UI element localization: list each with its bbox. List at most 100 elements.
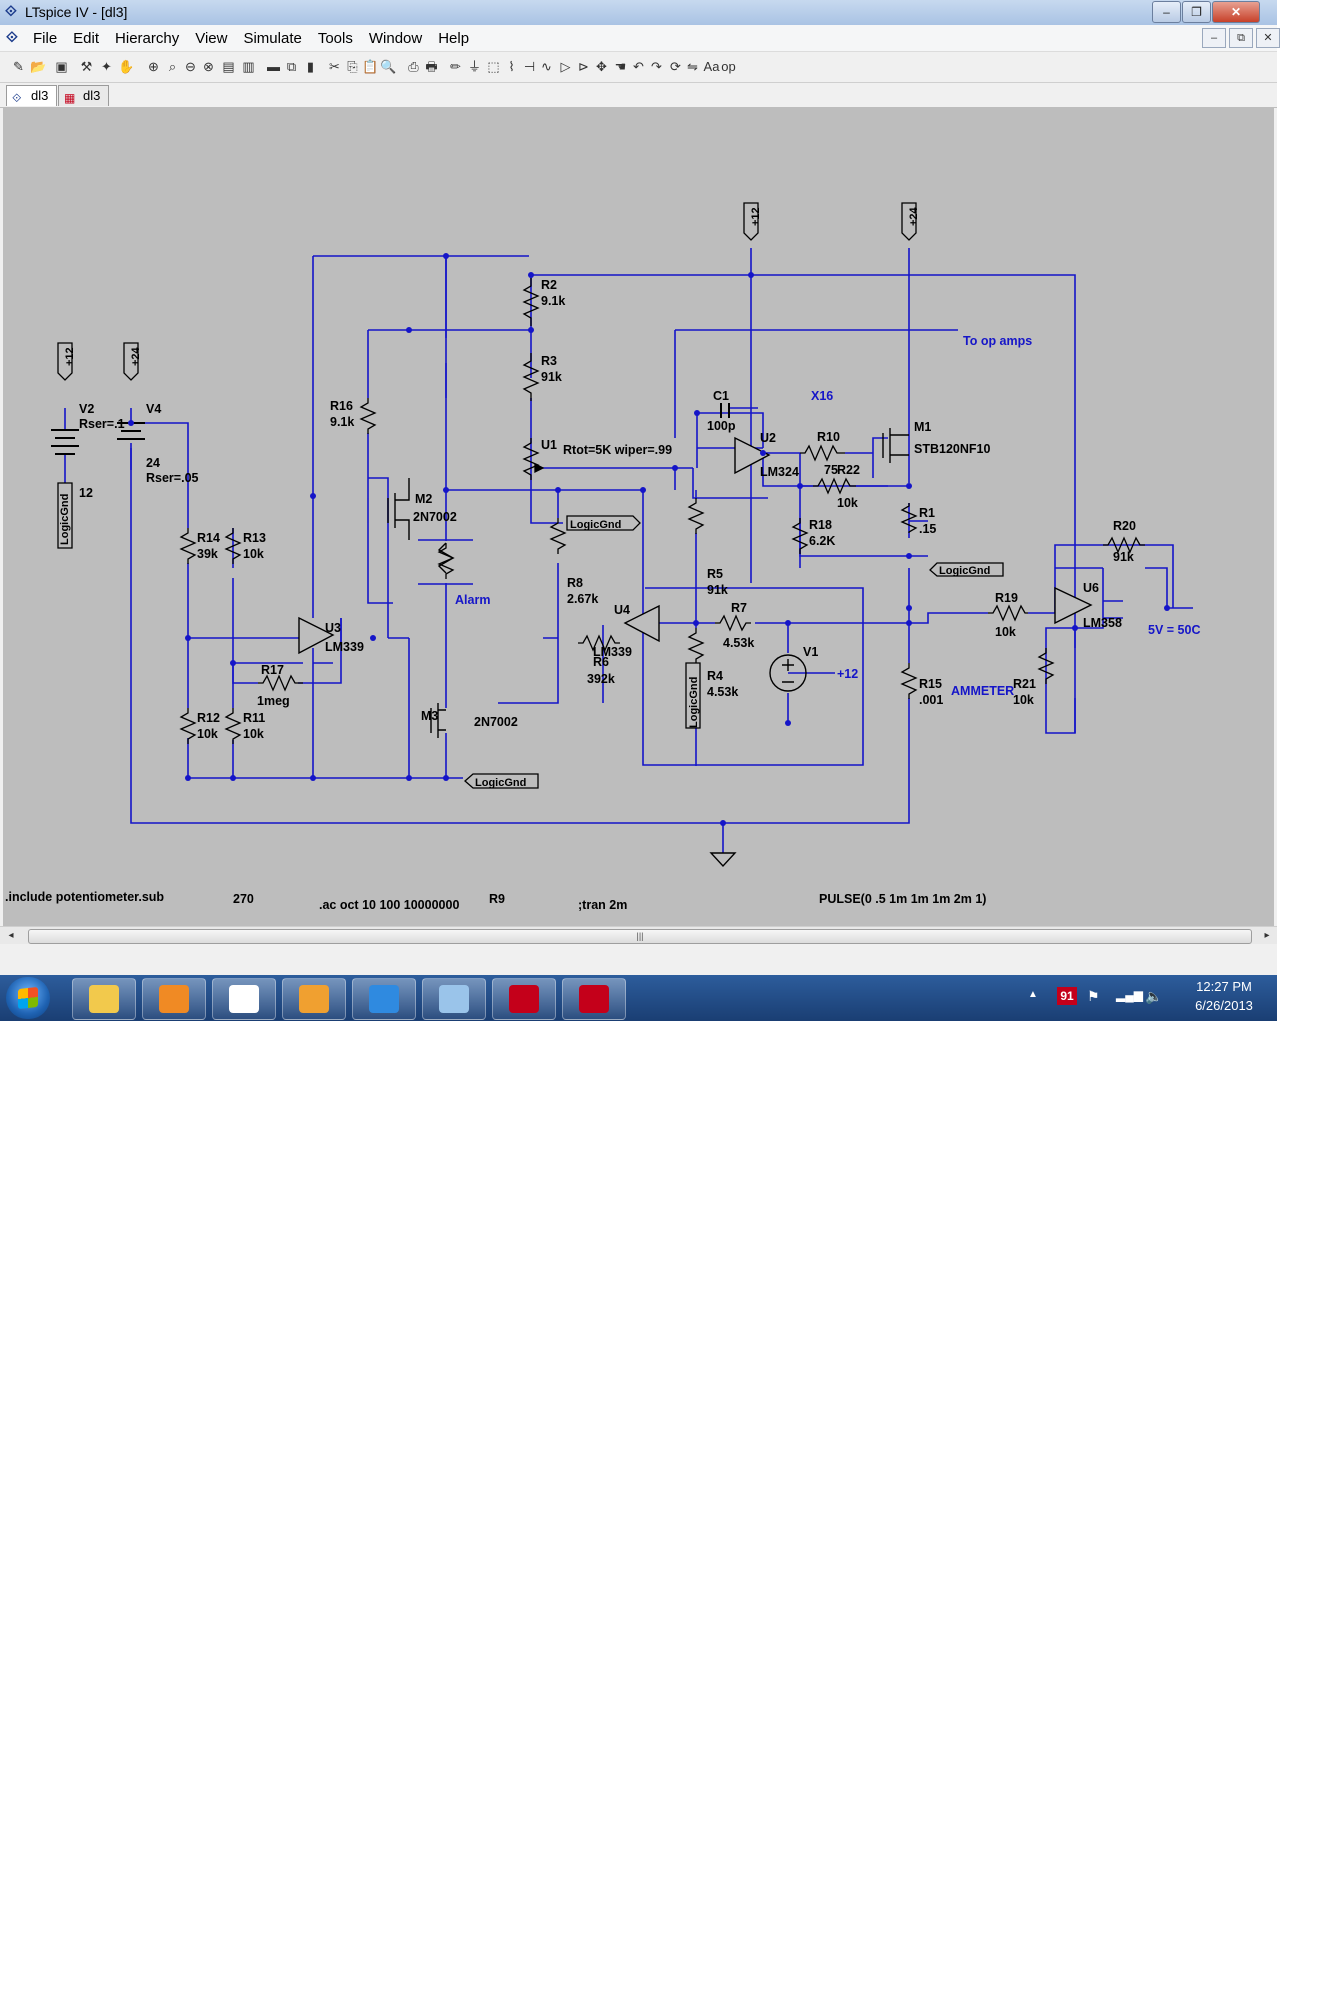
print-preview-icon[interactable]: ⎙: [408, 59, 419, 74]
child-minimize-button[interactable]: –: [1202, 28, 1226, 48]
label-x16: X16: [811, 389, 833, 403]
ground-tool-icon[interactable]: ⏚: [467, 59, 481, 74]
component-icon[interactable]: ⊳: [578, 59, 589, 74]
label-r10: R10: [817, 430, 840, 444]
close-button[interactable]: ✕: [1212, 1, 1260, 23]
save-icon[interactable]: ▣: [55, 59, 68, 74]
resistor-symbols: [179, 278, 1145, 744]
junction-dots: [128, 253, 1170, 826]
menu-edit[interactable]: Edit: [73, 30, 100, 47]
label-out-note: 5V = 50C: [1148, 623, 1200, 637]
tile-vertical-icon[interactable]: ▮: [306, 59, 315, 74]
label-c1: C1: [713, 389, 729, 403]
label-r18: R18: [809, 518, 832, 532]
clock-time[interactable]: 12:27 PM: [1196, 979, 1252, 994]
label-v4-rser: Rser=.05: [146, 471, 199, 485]
taskbar-app-solitaire[interactable]: [212, 978, 276, 1020]
diode-icon[interactable]: ▷: [560, 59, 571, 74]
volume-icon[interactable]: 🔈: [1145, 988, 1163, 1004]
label-r1-val: .15: [919, 522, 936, 536]
menu-hierarchy[interactable]: Hierarchy: [115, 30, 180, 47]
control-panel-icon[interactable]: ⚒: [80, 59, 93, 74]
label-r17: R17: [261, 663, 284, 677]
redo-icon[interactable]: ↷: [651, 59, 662, 74]
show-hidden-icons-icon[interactable]: ▲: [1028, 989, 1038, 1000]
restore-button[interactable]: ❐: [1182, 1, 1211, 23]
autorange-icon[interactable]: ▤: [222, 59, 235, 74]
scroll-thumb[interactable]: |||: [28, 929, 1252, 944]
new-schematic-icon[interactable]: ✎: [13, 59, 24, 74]
label-icon[interactable]: ⬚: [487, 59, 500, 74]
label-u6-val: LM358: [1083, 616, 1122, 630]
notification-badge[interactable]: 91: [1057, 987, 1077, 1005]
label-v2-rser: Rser=.1: [79, 417, 125, 431]
menu-file[interactable]: File: [33, 30, 58, 47]
wire-icon[interactable]: ✏: [450, 59, 461, 74]
child-close-button[interactable]: ✕: [1256, 28, 1280, 48]
capacitor-icon[interactable]: ⊣: [523, 59, 536, 74]
move-icon[interactable]: ✥: [596, 59, 607, 74]
label-r8-val: 2.67k: [567, 592, 598, 606]
cancel-zoom-icon[interactable]: ⊗: [203, 59, 214, 74]
undo-icon[interactable]: ↶: [633, 59, 644, 74]
minimize-button[interactable]: –: [1152, 1, 1181, 23]
taskbar-app-notepad[interactable]: [422, 978, 486, 1020]
find-icon[interactable]: 🔍: [380, 59, 397, 74]
label-r4: R4: [707, 669, 723, 683]
cut-icon[interactable]: ✂: [329, 59, 340, 74]
label-r12-val: 10k: [197, 727, 218, 741]
copy-icon[interactable]: ⎘: [347, 59, 358, 74]
horizontal-scrollbar[interactable]: ◂ ||| ▸: [0, 926, 1277, 945]
fit-icon[interactable]: ▥: [242, 59, 255, 74]
resistor-icon[interactable]: ⌇: [508, 59, 515, 74]
mirror-icon[interactable]: ⇋: [687, 59, 698, 74]
zoom-in-icon[interactable]: ⊕: [148, 59, 159, 74]
clock-date[interactable]: 6/26/2013: [1195, 998, 1253, 1013]
document-icon[interactable]: ⟐: [6, 29, 18, 46]
tab-dl3-waveform[interactable]: ▦ dl3: [58, 85, 110, 106]
ground-icon: [709, 852, 737, 868]
schematic-canvas[interactable]: +12 +24 +12 +24 LogicGnd LogicGnd LogicG…: [3, 108, 1274, 926]
open-icon[interactable]: 📂: [30, 59, 47, 74]
zoom-icon[interactable]: ⌕: [168, 59, 177, 74]
paste-icon[interactable]: 📋: [362, 59, 379, 74]
tab-dl3-schematic[interactable]: ⟐ dl3: [6, 85, 58, 106]
flag-top-24: +24: [908, 206, 920, 226]
run-icon[interactable]: ✦: [101, 59, 112, 74]
menu-view[interactable]: View: [195, 30, 228, 47]
halt-icon[interactable]: ✋: [118, 59, 135, 74]
taskbar-app-media-player[interactable]: [142, 978, 206, 1020]
capacitor-symbols: [51, 403, 730, 455]
label-u1-val: Rtot=5K wiper=.99: [563, 443, 672, 457]
inductor-icon[interactable]: ∿: [541, 59, 552, 74]
action-center-flag-icon[interactable]: ⚑: [1087, 988, 1100, 1004]
menu-tools[interactable]: Tools: [317, 30, 353, 47]
title-bar[interactable]: ⟐ LTspice IV - [dl3] – ❐ ✕: [0, 0, 1277, 25]
label-r6: R6: [593, 655, 609, 669]
drag-icon[interactable]: ☚: [614, 59, 627, 74]
taskbar-app-internet-explorer[interactable]: [352, 978, 416, 1020]
scroll-left-arrow-icon[interactable]: ◂: [8, 930, 14, 941]
text-icon[interactable]: Aa: [703, 59, 720, 74]
menu-simulate[interactable]: Simulate: [243, 30, 302, 47]
network-signal-icon[interactable]: ▂▄▆: [1116, 988, 1143, 1002]
cascade-icon[interactable]: ⧉: [286, 59, 297, 74]
taskbar-app-explorer[interactable]: [72, 978, 136, 1020]
scroll-right-arrow-icon[interactable]: ▸: [1264, 930, 1270, 941]
rotate-icon[interactable]: ⟳: [670, 59, 681, 74]
tile-horizontal-icon[interactable]: ▬: [267, 59, 280, 74]
taskbar-app-ltspice[interactable]: [562, 978, 626, 1020]
label-r2: R2: [541, 278, 557, 292]
child-restore-button[interactable]: ⧉: [1229, 28, 1253, 48]
menu-window[interactable]: Window: [368, 30, 423, 47]
schematic-drawing[interactable]: +12 +24 +12 +24 LogicGnd LogicGnd LogicG…: [3, 108, 1274, 926]
zoom-out-icon[interactable]: ⊖: [185, 59, 196, 74]
print-icon[interactable]: 🖶: [425, 59, 438, 74]
spice-directive-icon[interactable]: op: [721, 59, 736, 74]
taskbar-app-acrobat[interactable]: [492, 978, 556, 1020]
taskbar-app-outlook[interactable]: [282, 978, 346, 1020]
label-r13-val: 10k: [243, 547, 264, 561]
label-r21-val: 10k: [1013, 693, 1034, 707]
start-button[interactable]: [6, 977, 50, 1019]
menu-help[interactable]: Help: [438, 30, 470, 47]
